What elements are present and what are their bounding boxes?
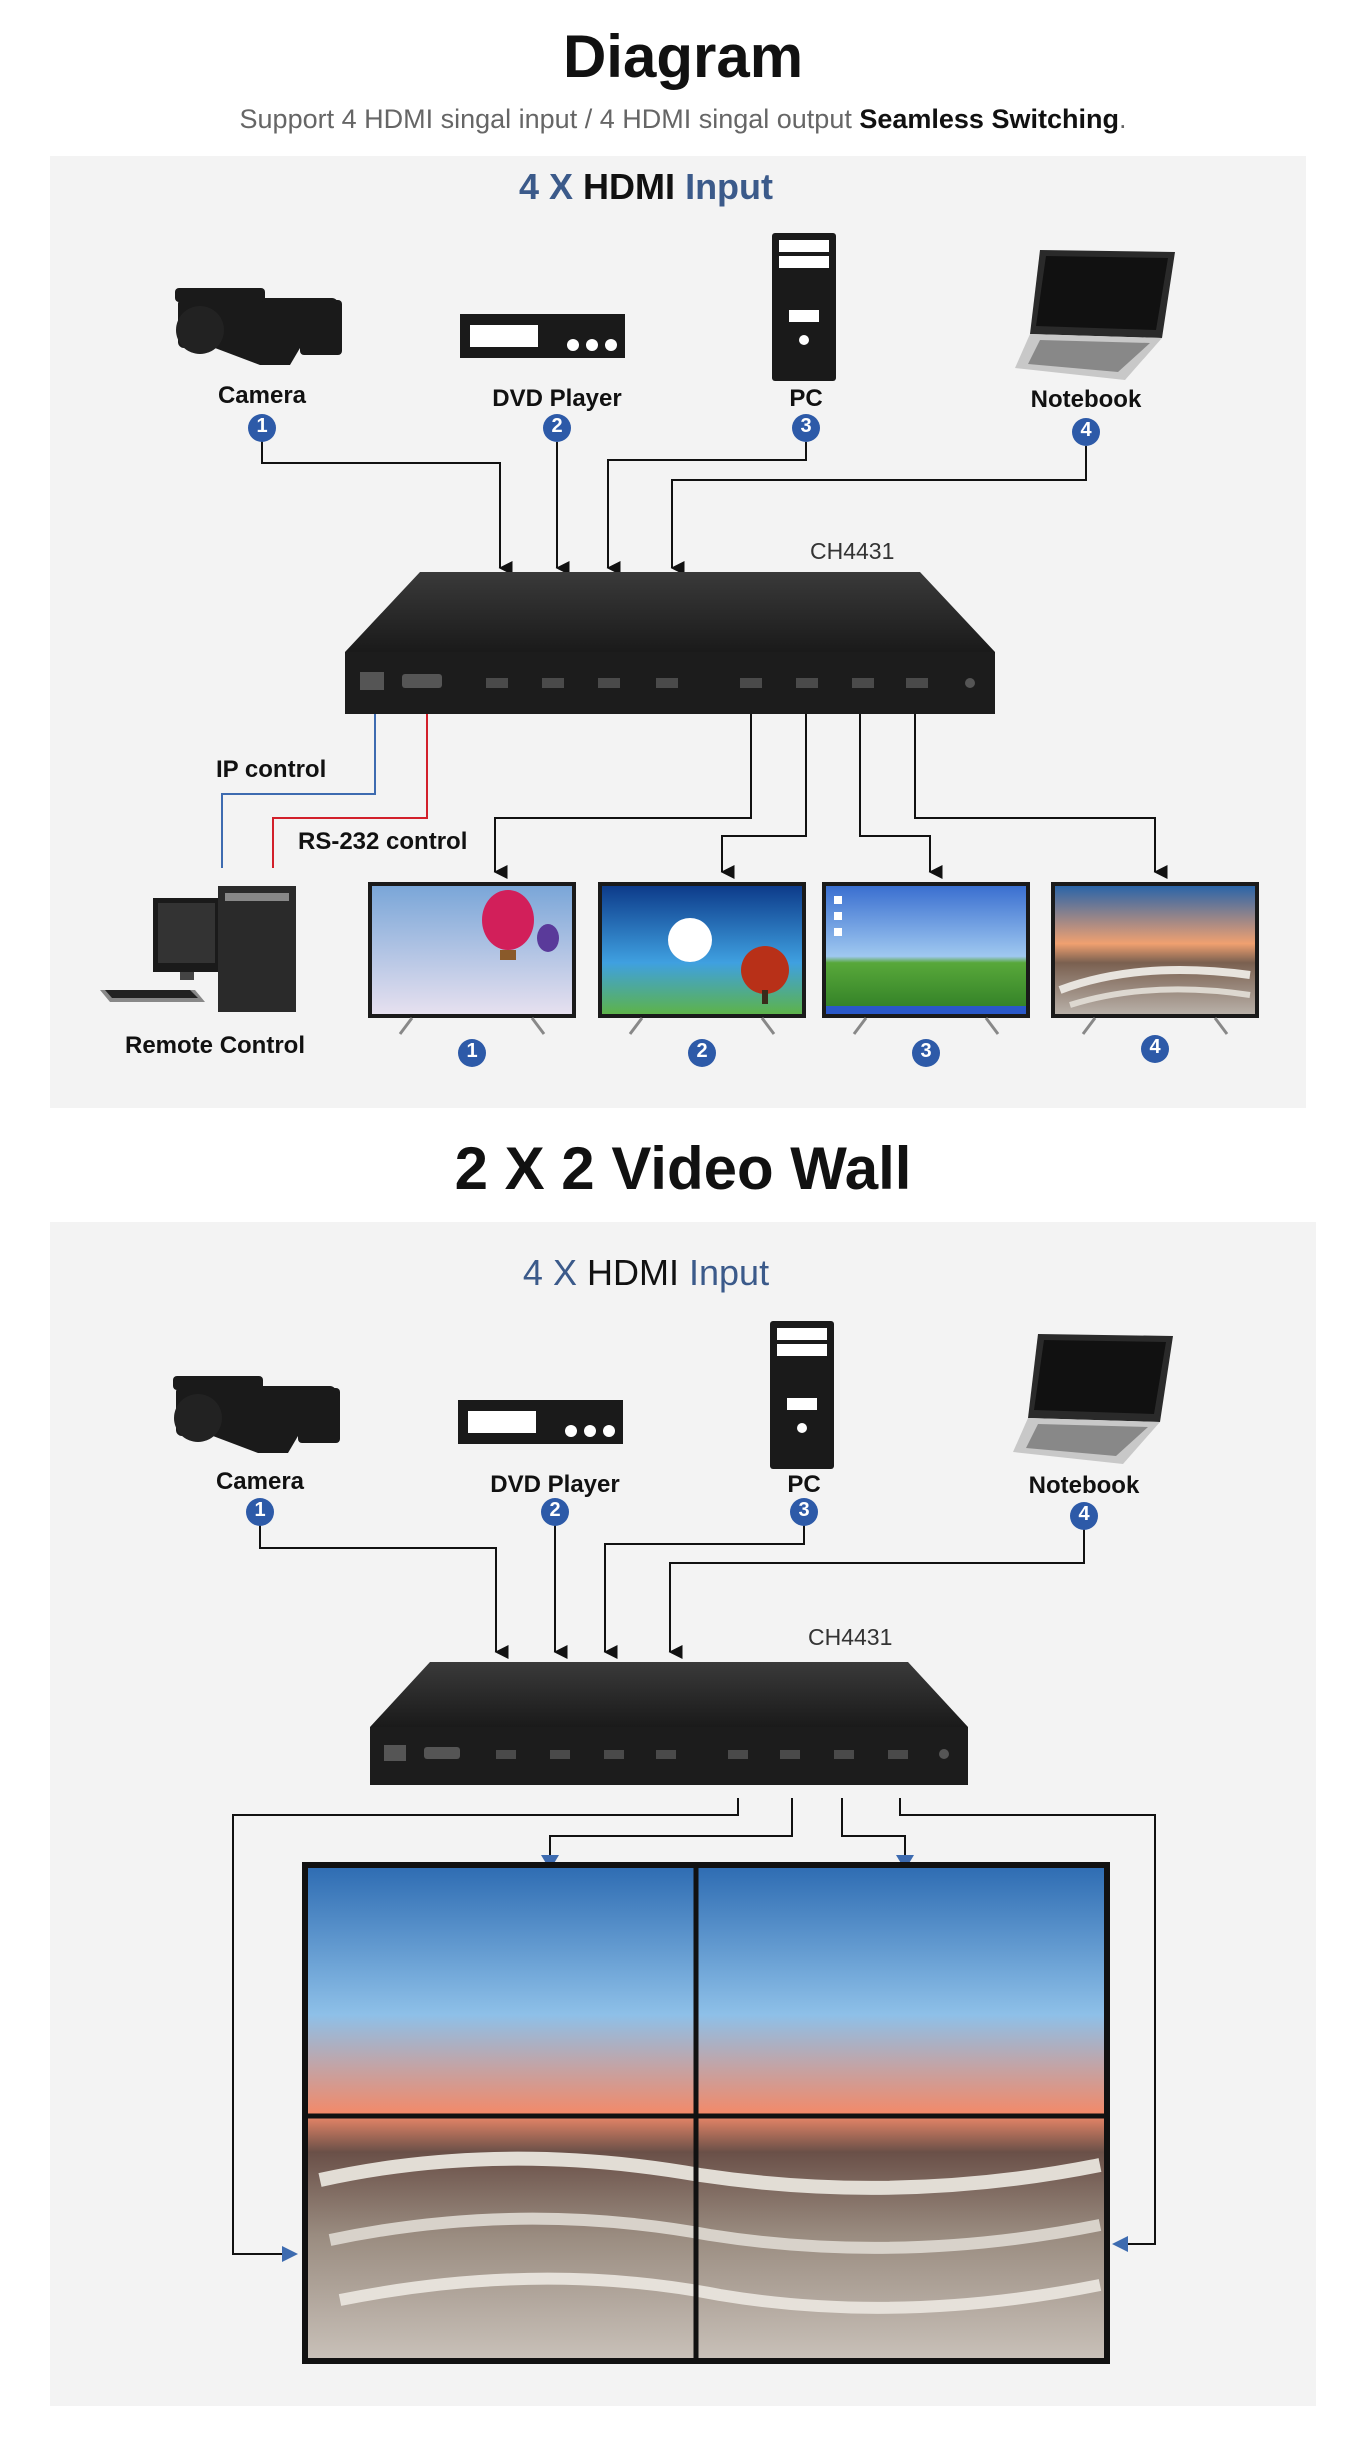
output-badge-3: 3 xyxy=(920,1040,932,1062)
videowall-source-badges xyxy=(246,1498,1098,1530)
subtitle-end: . xyxy=(1118,104,1127,134)
output-badge-4: 4 xyxy=(1149,1036,1161,1058)
videowall-model-label: CH4431 xyxy=(808,1624,893,1650)
videowall-matrix-switcher xyxy=(370,1662,968,1785)
diagram-graphic xyxy=(100,233,1259,1067)
diagram-title: Diagram xyxy=(562,23,804,90)
source-label-pc: PC xyxy=(789,385,823,412)
source-badge-3: 3 xyxy=(800,415,812,437)
source-badge-1: 1 xyxy=(256,415,268,437)
output-monitor-4 xyxy=(1051,882,1259,1035)
input-header: 4 X HDMI Input xyxy=(518,166,774,207)
videowall-source-badge-3: 3 xyxy=(798,1499,810,1521)
input-lines xyxy=(261,428,1087,575)
notebook-icon xyxy=(1015,250,1175,380)
videowall-label-notebook: Notebook xyxy=(1028,1472,1140,1499)
remote-pc-icon xyxy=(100,886,296,1012)
source-label-notebook: Notebook xyxy=(1030,386,1142,413)
videowall-input-header: 4 X HDMI Input xyxy=(522,1252,770,1293)
pc-tower-icon xyxy=(770,1321,834,1469)
subtitle-bold: Seamless Switching xyxy=(859,104,1119,134)
camera-icon xyxy=(173,1376,340,1453)
output-monitor-2 xyxy=(598,882,806,1035)
dvd-player-icon xyxy=(460,314,625,358)
source-label-camera: Camera xyxy=(217,382,307,409)
output-monitor-1 xyxy=(368,882,576,1035)
videowall-source-badge-4: 4 xyxy=(1078,1503,1090,1525)
videowall-output-lines xyxy=(232,1798,1156,2255)
model-label: CH4431 xyxy=(810,538,895,564)
source-badge-2: 2 xyxy=(551,415,563,437)
remote-control-label: Remote Control xyxy=(125,1032,305,1059)
output-lines xyxy=(493,714,1168,879)
matrix-switcher xyxy=(345,572,995,714)
videowall-label-dvd: DVD Player xyxy=(490,1471,620,1498)
rs232-control-label: RS-232 control xyxy=(298,828,468,855)
rs232-control-line xyxy=(272,714,428,868)
output-badge-1: 1 xyxy=(466,1040,478,1062)
output-badges xyxy=(458,1035,1169,1067)
videowall-source-badge-1: 1 xyxy=(254,1499,266,1521)
output-monitor-3 xyxy=(822,882,1030,1035)
videowall-label-pc: PC xyxy=(787,1471,821,1498)
source-badges xyxy=(248,414,1100,446)
videowall-source-badge-2: 2 xyxy=(549,1499,561,1521)
camera-icon xyxy=(175,288,342,365)
ip-control-label: IP control xyxy=(216,756,327,783)
source-badge-4: 4 xyxy=(1080,419,1092,441)
notebook-icon xyxy=(1013,1334,1173,1464)
videowall-label-camera: Camera xyxy=(215,1468,305,1495)
dvd-player-icon xyxy=(458,1400,623,1444)
subtitle-text: Support 4 HDMI singal input / 4 HDMI sin… xyxy=(239,104,860,134)
source-label-dvd: DVD Player xyxy=(492,385,622,412)
output-badge-2: 2 xyxy=(696,1040,708,1062)
pc-tower-icon xyxy=(772,233,836,381)
videowall-input-lines xyxy=(259,1512,1085,1659)
video-wall-display xyxy=(302,1862,1110,2364)
diagram-subtitle: Support 4 HDMI singal input / 4 HDMI sin… xyxy=(0,104,1366,135)
videowall-title: 2 X 2 Video Wall xyxy=(454,1135,912,1202)
ip-control-line xyxy=(221,714,376,868)
